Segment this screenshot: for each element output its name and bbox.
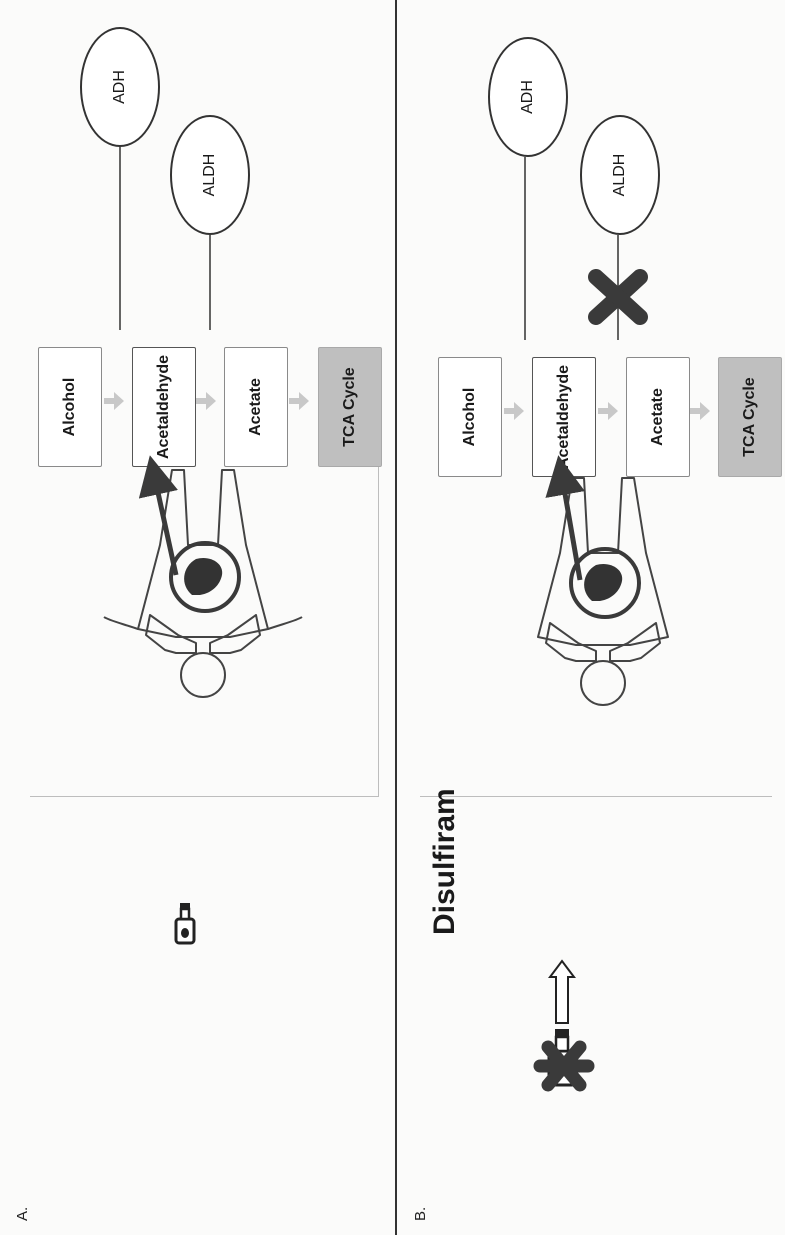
flow-arrows xyxy=(104,392,309,410)
arrow-icon xyxy=(560,465,580,580)
liver-icon xyxy=(584,564,622,601)
arrow-right-icon xyxy=(550,961,574,1023)
bottle-icon xyxy=(176,903,194,943)
flow-arrows xyxy=(504,402,710,420)
liver-icon xyxy=(184,558,222,595)
